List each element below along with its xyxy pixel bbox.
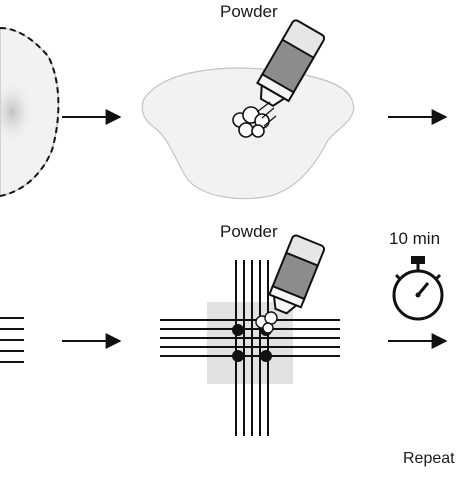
line-grid-center xyxy=(160,260,340,436)
powder-label-top: Powder xyxy=(220,2,278,21)
line-grid-left xyxy=(0,317,24,363)
powder-puff-icon xyxy=(232,101,277,138)
sample-dot xyxy=(232,324,244,336)
stopwatch-icon xyxy=(392,256,444,321)
timer-label: 10 min xyxy=(389,229,441,248)
powder-bottle-icon xyxy=(256,19,326,108)
sample-dot xyxy=(232,350,244,362)
powder-bottle-icon xyxy=(268,234,326,315)
sample-dot xyxy=(260,350,272,362)
sample-blob-left xyxy=(0,27,60,197)
powder-label-bottom: Powder xyxy=(220,222,278,241)
repeat-label: Repeat xyxy=(403,450,455,467)
powder-puff-icon xyxy=(255,311,278,334)
